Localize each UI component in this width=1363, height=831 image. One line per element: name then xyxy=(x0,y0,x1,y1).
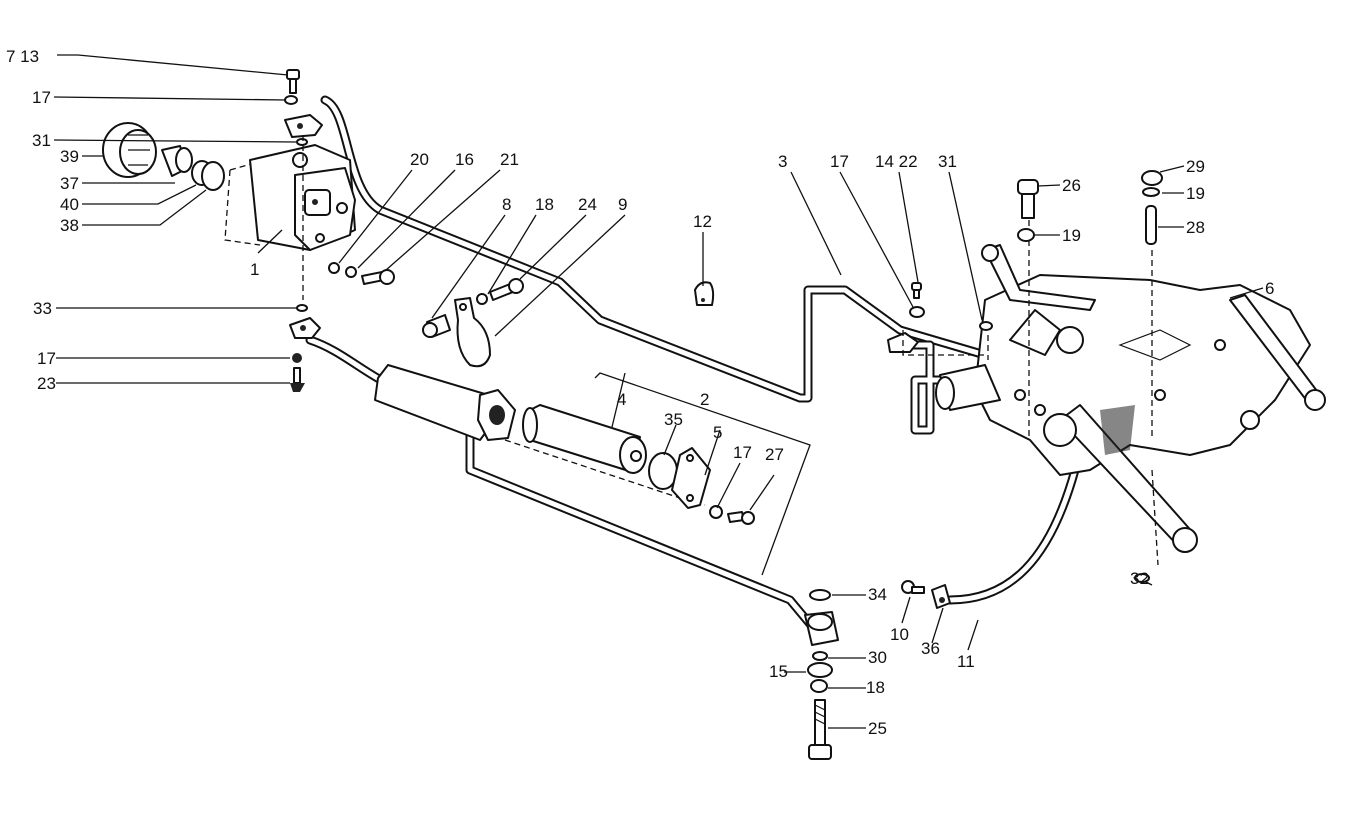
o-ring-31 xyxy=(296,138,308,146)
callout-18-b: 18 xyxy=(866,678,885,697)
clamp-9 xyxy=(454,297,491,368)
callout-5: 5 xyxy=(713,423,722,442)
callout-15: 15 xyxy=(769,662,788,681)
callout-17-c: 17 xyxy=(830,152,849,171)
o-ring-33 xyxy=(296,304,308,312)
callout-31-b: 31 xyxy=(938,152,957,171)
coupling-37 xyxy=(161,145,193,177)
callout-33: 33 xyxy=(33,299,52,318)
callout-18-a: 18 xyxy=(535,195,554,214)
callout-4: 4 xyxy=(617,390,626,409)
assembly-axis-lines xyxy=(902,220,1159,566)
bolt-23 xyxy=(290,367,305,392)
bolt-14 xyxy=(911,282,922,299)
bolt-13 xyxy=(286,69,300,94)
callout-40: 40 xyxy=(60,195,79,214)
washer-30 xyxy=(812,651,828,661)
washer-19-right xyxy=(1142,187,1160,197)
callout-14-22: 14 22 xyxy=(875,152,918,171)
filter-cover-5 xyxy=(671,447,711,509)
washer-20 xyxy=(328,262,340,274)
bolt-27 xyxy=(727,511,755,525)
leader-lines xyxy=(53,54,1264,729)
washer-17-lower xyxy=(292,353,302,363)
callout-17-d: 17 xyxy=(733,443,752,462)
callout-30: 30 xyxy=(868,648,887,667)
callout-17-a: 17 xyxy=(32,88,51,107)
callout-27: 27 xyxy=(765,445,784,464)
callout-12: 12 xyxy=(693,212,712,231)
callout-7-13: 7 13 xyxy=(6,47,39,66)
callout-28: 28 xyxy=(1186,218,1205,237)
callout-34: 34 xyxy=(868,585,887,604)
callout-21: 21 xyxy=(500,150,519,169)
lift-housing-6 xyxy=(935,244,1326,553)
kit-2-bracket xyxy=(594,372,811,576)
stud-28 xyxy=(1145,205,1157,245)
o-ring-32 xyxy=(1134,573,1150,583)
callout-10: 10 xyxy=(890,625,909,644)
callout-31-a: 31 xyxy=(32,131,51,150)
callout-2: 2 xyxy=(700,390,709,409)
bolt-25 xyxy=(808,699,832,760)
hydraulic-pump xyxy=(224,144,356,251)
callout-19-b: 19 xyxy=(1186,184,1205,203)
callout-16: 16 xyxy=(455,150,474,169)
callout-1: 1 xyxy=(250,260,259,279)
flange-upper xyxy=(284,114,323,138)
callout-8: 8 xyxy=(502,195,511,214)
washer-17-top xyxy=(284,95,298,105)
washer-16 xyxy=(345,266,357,278)
spacer-8 xyxy=(422,314,451,338)
pipe-3-loop xyxy=(890,340,950,435)
filter-housing xyxy=(374,364,516,441)
callout-29: 29 xyxy=(1186,157,1205,176)
delivery-pipe-upper xyxy=(320,95,990,403)
callout-24: 24 xyxy=(578,195,597,214)
callout-38: 38 xyxy=(60,216,79,235)
washer-18-lower xyxy=(810,679,828,693)
callout-35: 35 xyxy=(664,410,683,429)
ring-15 xyxy=(807,662,833,678)
callout-9: 9 xyxy=(618,195,627,214)
fitting-36 xyxy=(931,584,951,609)
bolt-24 xyxy=(489,278,524,301)
callout-25: 25 xyxy=(868,719,887,738)
fitting-10 xyxy=(901,580,925,594)
callout-20: 20 xyxy=(410,150,429,169)
callout-labels: 7 13 17 31 39 37 40 38 1 33 17 23 20 16 … xyxy=(6,47,1274,738)
callout-19-a: 19 xyxy=(1062,226,1081,245)
o-ring-31-right xyxy=(979,321,993,331)
callout-39: 39 xyxy=(60,147,79,166)
callout-11: 11 xyxy=(957,652,975,671)
callout-17-b: 17 xyxy=(37,349,56,368)
callout-26: 26 xyxy=(1062,176,1081,195)
callout-6: 6 xyxy=(1265,279,1274,298)
callout-36: 36 xyxy=(921,639,940,658)
pipe-clip-12 xyxy=(694,281,715,306)
return-pipe-11 xyxy=(945,465,1080,605)
washer-18 xyxy=(476,293,488,305)
washer-17-filter xyxy=(709,505,723,519)
bolt-21 xyxy=(361,269,395,285)
bolt-26 xyxy=(1017,179,1039,219)
washer-17-right xyxy=(909,306,925,318)
seal-rings-40-38 xyxy=(191,160,225,191)
filter-element-4 xyxy=(522,404,647,474)
callout-23: 23 xyxy=(37,374,56,393)
callout-32: 32 xyxy=(1130,569,1149,588)
washer-19-left xyxy=(1017,228,1035,242)
banjo-fitting xyxy=(804,611,839,646)
flange-lower xyxy=(289,317,321,339)
washer-34 xyxy=(809,589,831,601)
callout-3: 3 xyxy=(778,152,787,171)
bearing-39 xyxy=(102,122,157,178)
callout-37: 37 xyxy=(60,174,79,193)
nut-29 xyxy=(1141,170,1163,186)
